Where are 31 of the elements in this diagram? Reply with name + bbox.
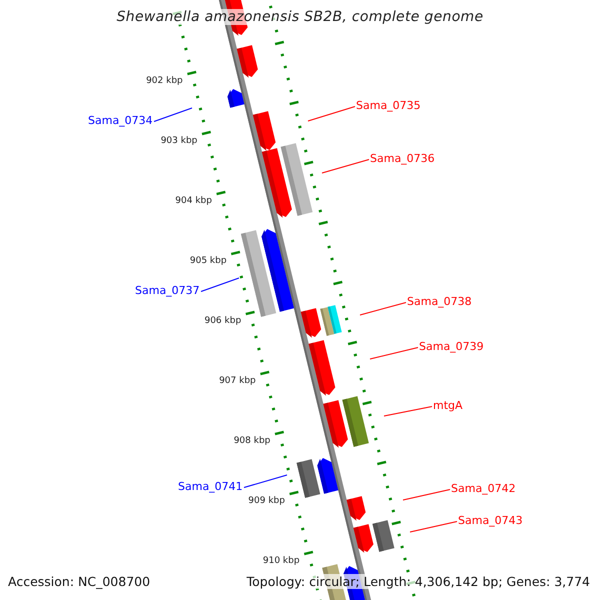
leader-line [402,489,450,500]
leader-line [410,521,458,532]
leader-line [384,406,432,416]
scale-label: 906 kbp [204,316,242,327]
leader-line [200,278,240,292]
gene-label: Sama_0734 [88,114,153,127]
leader-line [360,302,406,316]
scale-label: 908 kbp [234,436,270,447]
gene-label: Sama_0743 [458,514,523,527]
leader-line [308,106,356,122]
genome-info-text: Accession: NC_008700 [8,574,150,589]
gene-label: Sama_0737 [135,284,200,297]
gene-label: Sama_0738 [407,295,472,308]
leader-line [322,159,370,174]
genome-info-text: Topology: circular; Length: 4,306,142 bp; Genes: 3,774 [246,574,590,589]
scale-label: 904 kbp [175,196,212,207]
gene-label: Sama_0735 [356,99,421,112]
scale-label: 907 kbp [219,376,256,387]
gene-label: Sama_0736 [370,152,435,165]
gene-label: Sama_0739 [419,340,484,353]
scale-label: 902 kbp [146,76,183,87]
leader-line [154,108,192,122]
scale-label: 903 kbp [160,136,198,147]
gene-label: Sama_0741 [178,480,243,493]
leader-line [244,474,288,488]
scale-label: 905 kbp [190,256,227,267]
scale-label: 909 kbp [248,496,285,507]
leader-line [370,347,418,360]
gene-label: mtgA [433,399,463,412]
gene-label: Sama_0742 [451,482,516,495]
scale-label: 910 kbp [262,556,300,567]
